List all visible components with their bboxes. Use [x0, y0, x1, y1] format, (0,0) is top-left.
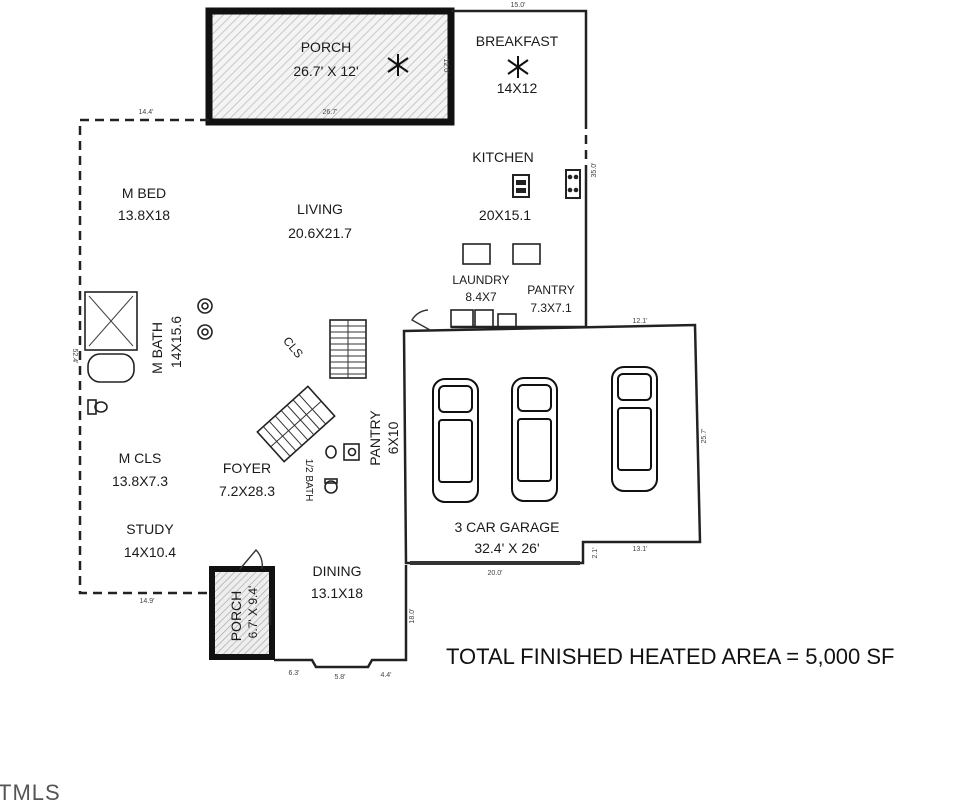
porch-small-name: PORCH — [228, 591, 244, 642]
breakfast-size: 14X12 — [497, 80, 538, 96]
study-name: STUDY — [126, 521, 174, 537]
toilet-icon — [87, 399, 108, 415]
pantry-name: PANTRY — [527, 283, 575, 297]
counter-icon — [512, 243, 541, 265]
kitchen-name: KITCHEN — [472, 149, 533, 165]
dimension-label: 6.3' — [288, 670, 299, 677]
half-bath-name: 1/2 BATH — [303, 459, 314, 502]
counter-icon — [462, 243, 491, 265]
cls-name: CLS — [280, 334, 306, 361]
sink-icon — [343, 443, 360, 461]
porch-top-outline — [205, 7, 455, 126]
sink-icon — [516, 188, 526, 193]
range-icon — [565, 169, 581, 199]
west-wall — [78, 118, 209, 595]
pantry-size: 7.3X7.1 — [530, 301, 572, 315]
total-area-label: TOTAL FINISHED HEATED AREA = 5,000 SF — [446, 644, 895, 669]
kitchen-size: 20X15.1 — [479, 207, 531, 223]
toilet-icon — [325, 445, 337, 459]
dimension-label: 2.1' — [592, 547, 599, 558]
porch-top-name: PORCH — [301, 39, 352, 55]
dimension-label: 4.4' — [380, 672, 391, 679]
ceiling-fan-icon — [507, 56, 529, 78]
car-icon — [511, 377, 558, 502]
dimension-label: 13.1' — [633, 546, 648, 553]
study-size: 14X10.4 — [124, 544, 176, 560]
garage-outline — [402, 323, 702, 565]
stairs-icon — [329, 319, 367, 379]
sink-icon — [197, 298, 213, 340]
porch-small-door-swing — [239, 548, 263, 570]
door-swing-icon — [411, 309, 431, 331]
washer-icon — [450, 309, 474, 328]
m-cls-size: 13.8X7.3 — [112, 473, 168, 489]
dimension-label: 12.1' — [633, 318, 648, 325]
living-size: 20.6X21.7 — [288, 225, 352, 241]
pantry-2-size: 6X10 — [385, 421, 401, 454]
sink-icon — [516, 180, 526, 185]
dimension-label: 5.8' — [334, 674, 345, 681]
porch-top-size: 26.7' X 12' — [293, 63, 358, 79]
breakfast-name: BREAKFAST — [476, 33, 559, 49]
porch-small-outline — [209, 566, 275, 660]
toilet-icon — [324, 478, 338, 494]
dining-name: DINING — [313, 563, 362, 579]
dimension-label: 14.9' — [140, 598, 155, 605]
dining-bottom-wall — [274, 565, 408, 669]
m-bath-size: 14X15.6 — [168, 316, 184, 368]
dimension-label: 12.0' — [442, 59, 449, 74]
dimension-label: 15.0' — [511, 2, 526, 9]
m-bed-name: M BED — [122, 185, 166, 201]
shower-icon — [84, 291, 138, 351]
dryer-icon — [474, 309, 494, 328]
dimension-label: 26.7' — [323, 109, 338, 116]
bathtub-icon — [87, 353, 135, 383]
garage-name: 3 CAR GARAGE — [454, 519, 559, 535]
porch-small-size: 6.7' X 9.4' — [246, 586, 260, 639]
m-cls-name: M CLS — [119, 450, 162, 466]
dimension-label: 18.0' — [409, 609, 416, 624]
pantry-2-name: PANTRY — [367, 410, 383, 466]
car-icon — [611, 366, 658, 492]
m-bath-name: M BATH — [149, 322, 165, 374]
dimension-label: 25.7' — [701, 429, 708, 444]
stairs-icon — [256, 385, 336, 463]
dimension-label: 20.0' — [488, 570, 503, 577]
laundry-name: LAUNDRY — [452, 273, 509, 287]
garage-size: 32.4' X 26' — [474, 540, 539, 556]
mls-logo: TMLS — [0, 780, 61, 802]
sink-icon — [512, 174, 530, 198]
living-name: LIVING — [297, 201, 343, 217]
dimension-label: 52.4' — [71, 349, 78, 364]
ceiling-fan-icon — [387, 54, 409, 76]
car-icon — [432, 378, 479, 503]
foyer-size: 7.2X28.3 — [219, 483, 275, 499]
breakfast-top-wall — [451, 9, 588, 120]
m-bed-size: 13.8X18 — [118, 207, 170, 223]
dimension-label: 35.0' — [591, 163, 598, 178]
dimension-label: 14.4' — [139, 109, 154, 116]
sink-icon — [497, 313, 517, 328]
dining-size: 13.1X18 — [311, 585, 363, 601]
laundry-size: 8.4X7 — [465, 290, 497, 304]
foyer-name: FOYER — [223, 460, 271, 476]
